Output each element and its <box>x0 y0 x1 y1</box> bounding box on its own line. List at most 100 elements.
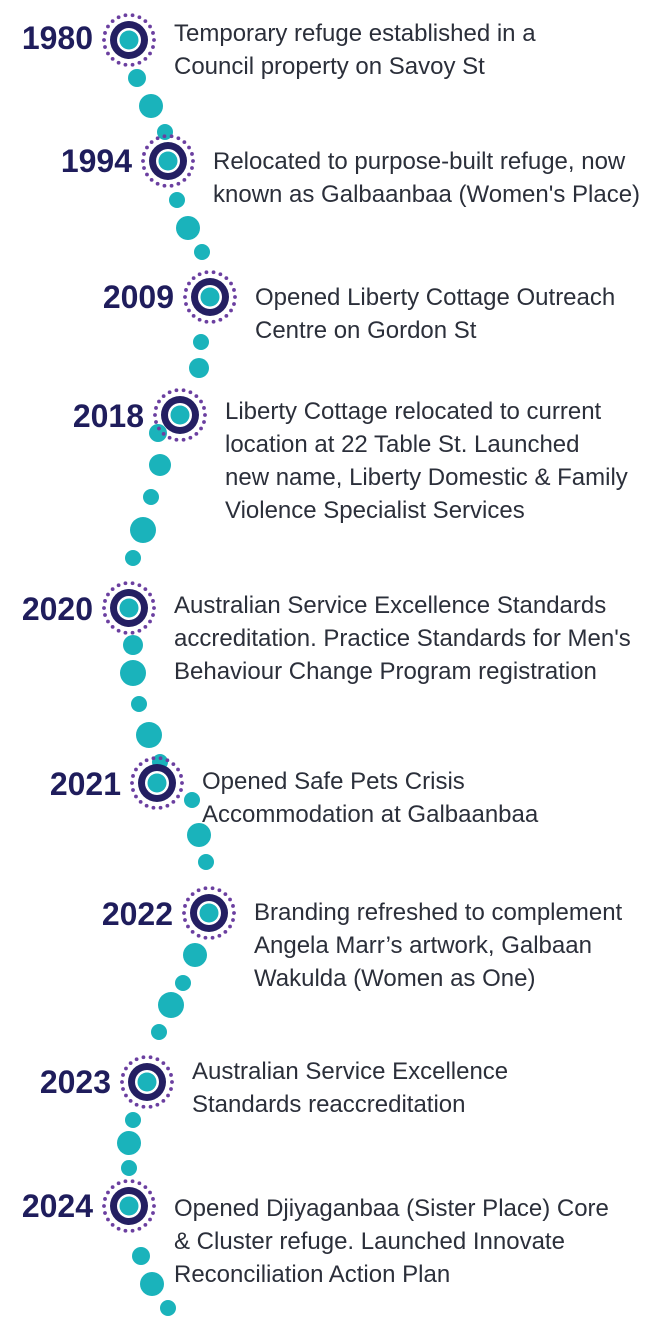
connector-dot <box>198 854 214 870</box>
ring-dot <box>229 281 233 286</box>
ring-dot <box>138 799 143 804</box>
ring-dot <box>231 918 235 922</box>
ring-dot <box>180 781 184 785</box>
ring-dot <box>110 1185 115 1190</box>
ring-dot <box>158 805 163 810</box>
ring-dot <box>116 583 121 588</box>
ring-dot <box>165 803 170 808</box>
ring-dot <box>224 276 229 281</box>
ring-dot <box>169 1073 173 1077</box>
ring-dot <box>162 183 167 188</box>
ring-dot <box>190 166 194 170</box>
milestone-year: 2018 <box>72 398 144 434</box>
marker-teal-center <box>119 30 139 50</box>
ring-dot <box>124 1093 128 1098</box>
ring-dot <box>116 15 121 20</box>
ring-dot <box>106 1217 110 1222</box>
ring-dot <box>130 1179 135 1184</box>
ring-dot <box>123 1228 128 1233</box>
connector-dot <box>183 943 207 967</box>
milestone-year: 2009 <box>102 279 174 315</box>
ring-dot <box>167 390 172 395</box>
ring-dot <box>186 924 190 929</box>
connector-dot <box>130 517 156 543</box>
ring-dot <box>158 756 163 761</box>
connector-dot <box>120 660 146 686</box>
ring-dot <box>202 420 206 424</box>
ring-dot <box>229 308 233 313</box>
ring-dot <box>143 587 148 592</box>
ring-dot <box>228 924 232 929</box>
ring-dot <box>232 302 236 306</box>
connector-dot <box>149 454 171 476</box>
ring-dot <box>103 599 107 603</box>
connector-dot <box>194 244 210 260</box>
ring-dot <box>141 1055 146 1060</box>
ring-dot <box>187 145 191 150</box>
milestone-marker-2021-concentric-circle-dotted-ring-icon <box>130 756 184 810</box>
ring-dot <box>152 1204 156 1208</box>
ring-dot <box>137 628 142 633</box>
connector-dot <box>157 124 173 140</box>
marker-teal-center <box>200 287 220 307</box>
milestone-description: Temporary refuge established in a Counci… <box>174 20 536 80</box>
ring-dot <box>151 1197 155 1201</box>
ring-dot <box>152 606 156 610</box>
ring-dot <box>182 140 187 145</box>
ring-dot <box>134 794 138 799</box>
ring-dot <box>202 406 206 410</box>
ring-dot <box>151 613 155 617</box>
ring-dot <box>106 592 110 597</box>
ring-dot <box>102 1204 106 1208</box>
ring-dot <box>116 628 121 633</box>
ring-dot <box>110 56 115 61</box>
ring-dot <box>223 892 228 897</box>
ring-dot <box>191 276 196 281</box>
ring-dot <box>151 1211 155 1215</box>
ring-dot <box>162 134 167 139</box>
ring-dot <box>110 587 115 592</box>
ring-dot <box>194 394 199 399</box>
ring-dot <box>141 1104 146 1109</box>
ring-dot <box>157 426 161 431</box>
ring-dot <box>142 166 146 170</box>
ring-dot <box>171 762 176 767</box>
ring-dot <box>196 933 201 938</box>
ring-dot <box>131 774 135 778</box>
connector-dot <box>149 424 167 442</box>
marker-teal-center <box>170 405 190 425</box>
connector-dot <box>123 635 143 655</box>
ring-dot <box>174 437 179 442</box>
ring-dot <box>183 918 187 922</box>
ring-dot <box>128 1061 133 1066</box>
ring-dot <box>217 933 222 938</box>
ring-dot <box>137 1181 142 1186</box>
marker-teal-center <box>147 773 167 793</box>
milestone-marker-2020-concentric-circle-dotted-ring-icon <box>102 581 156 635</box>
ring-dot <box>138 762 143 767</box>
ring-dot <box>142 152 146 156</box>
ring-dot <box>184 302 188 306</box>
marker-teal-center <box>119 1196 139 1216</box>
connector-dot <box>117 1131 141 1155</box>
connector-dot <box>125 550 141 566</box>
ring-dot <box>224 313 229 318</box>
ring-dot <box>145 145 149 150</box>
ring-dot <box>176 136 181 141</box>
milestone-description: Liberty Cottage relocated to current loc… <box>225 398 628 524</box>
ring-dot <box>153 413 157 417</box>
ring-dot <box>167 435 172 440</box>
ring-dot <box>169 183 174 188</box>
milestone-markers <box>102 13 237 1233</box>
ring-dot <box>102 38 106 42</box>
ring-dot <box>143 624 148 629</box>
milestone-year: 1994 <box>60 143 132 179</box>
connector-dot <box>121 1160 137 1176</box>
connector-dot <box>151 1024 167 1040</box>
ring-dot <box>106 619 110 624</box>
milestone-year: 2023 <box>39 1064 111 1100</box>
ring-dot <box>143 56 148 61</box>
marker-teal-center <box>137 1072 157 1092</box>
